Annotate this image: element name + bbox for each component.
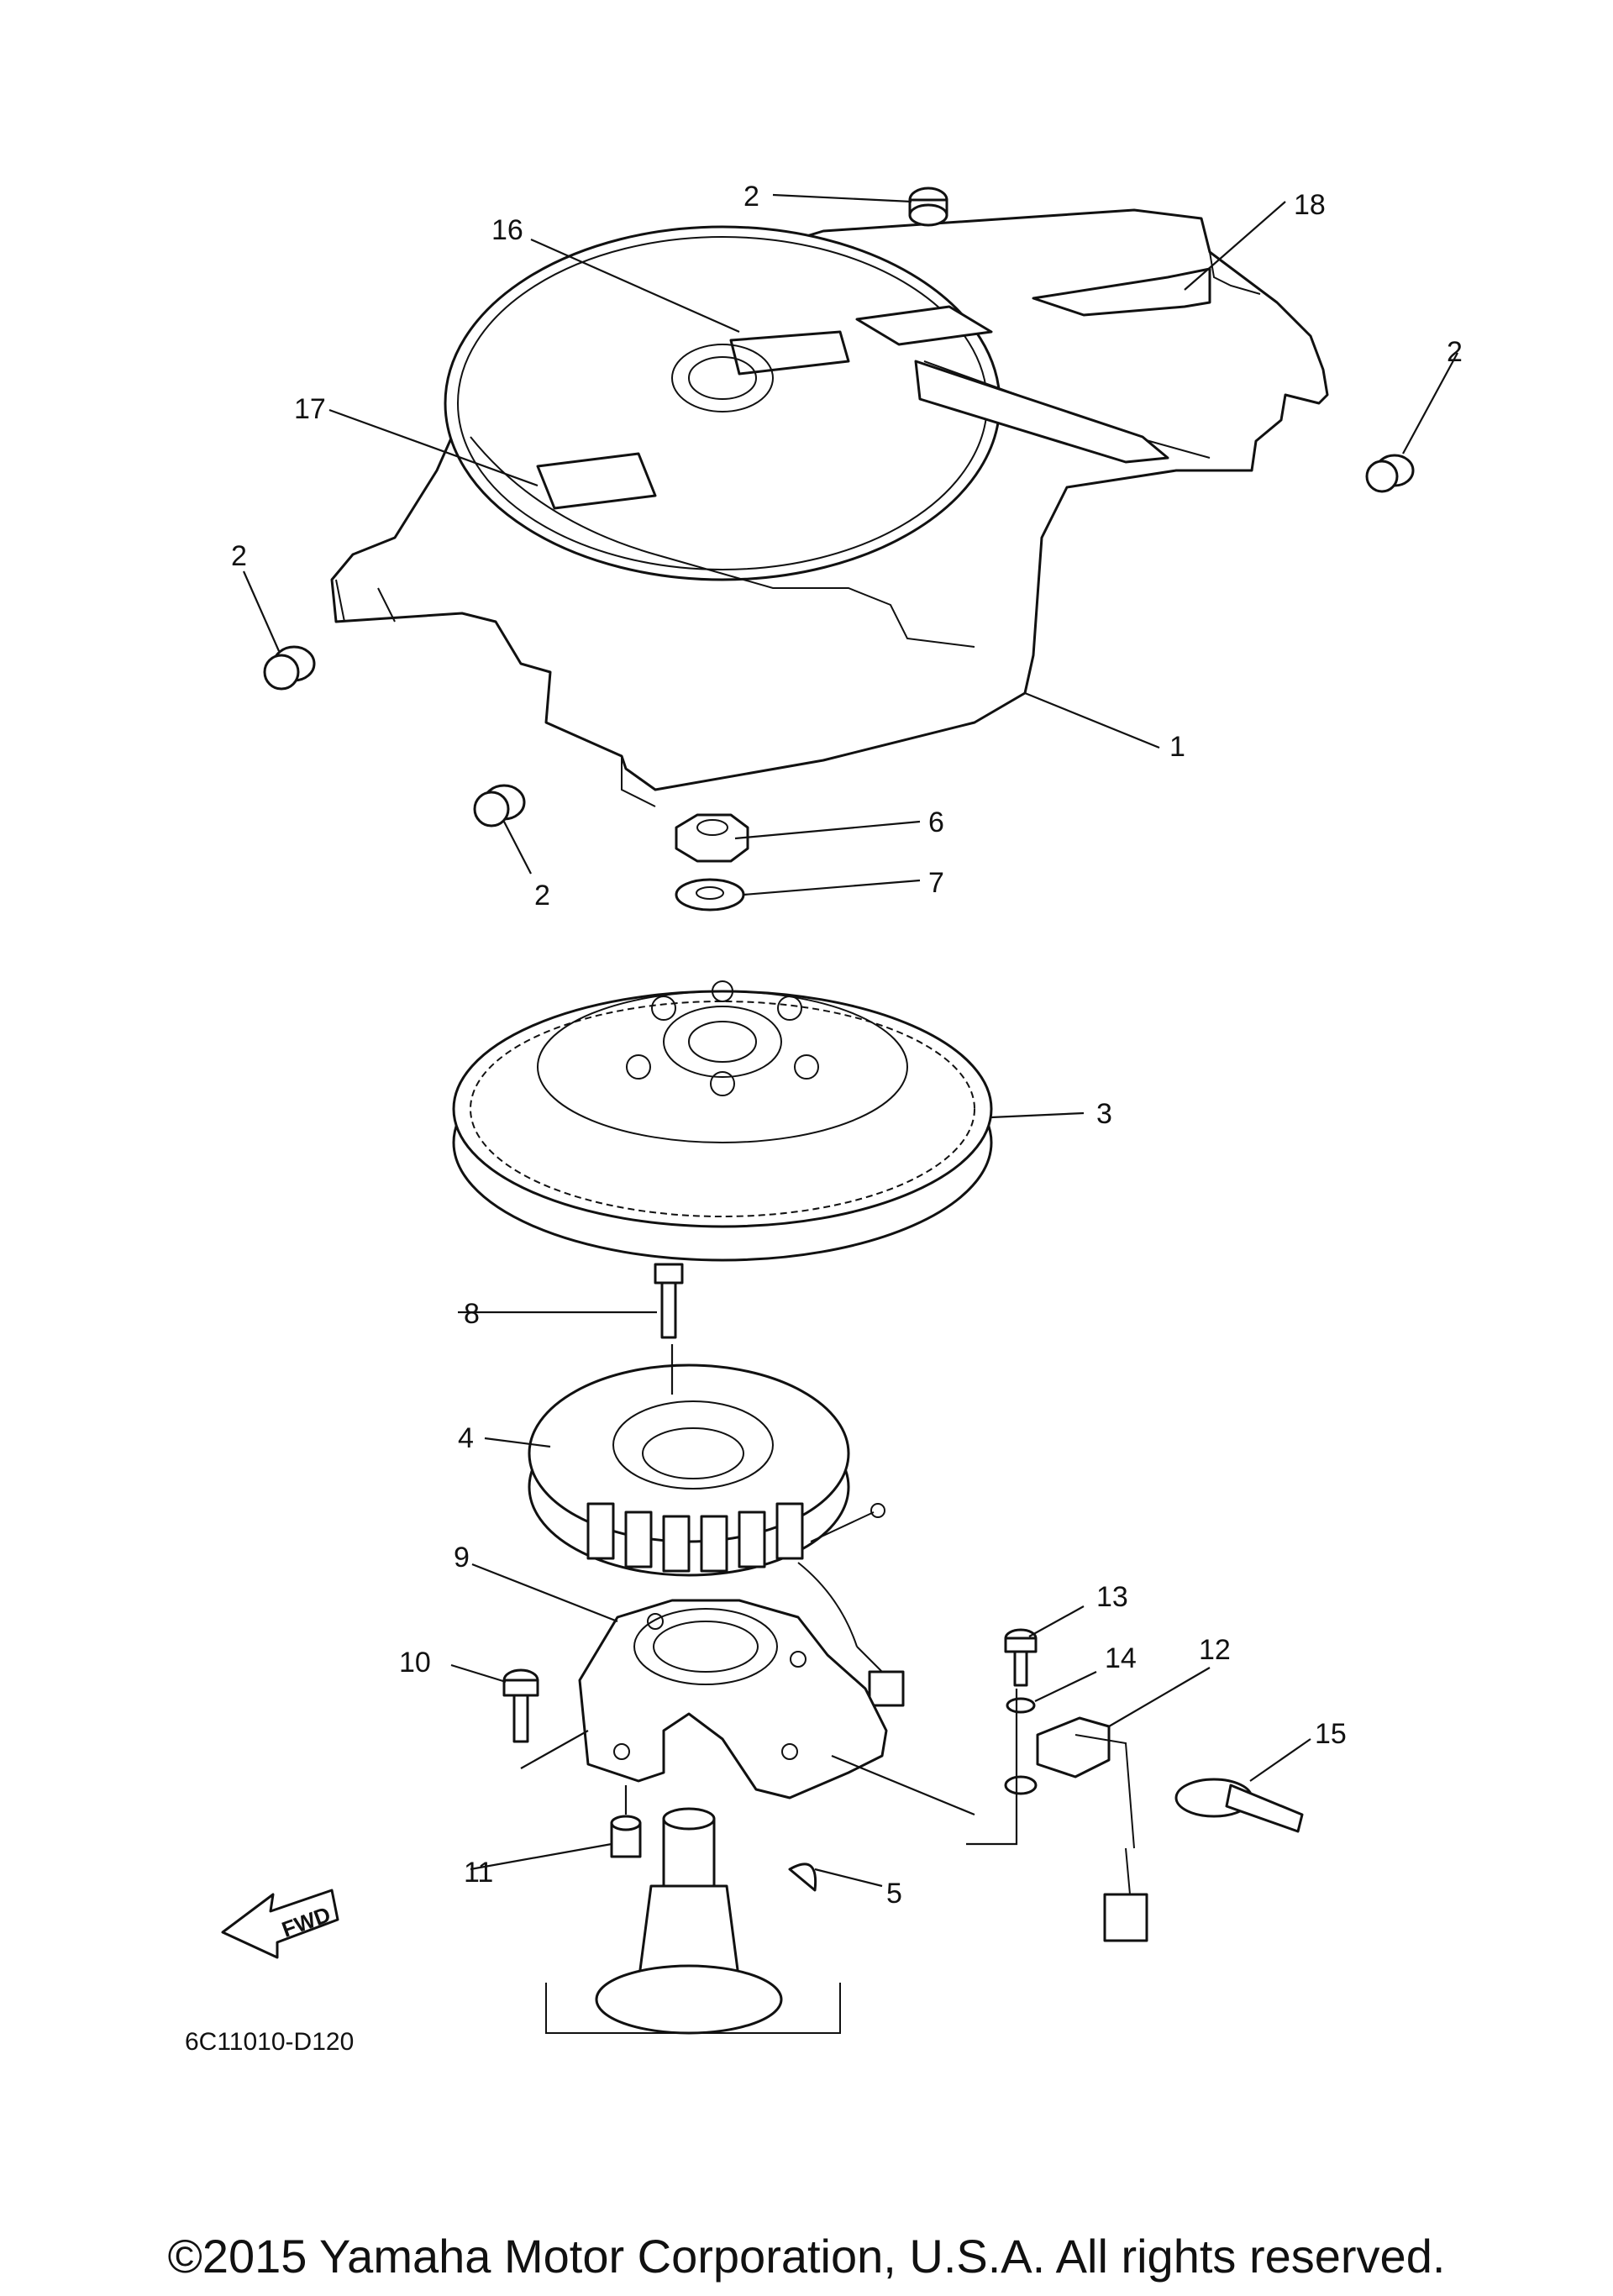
callout-2: 2 <box>1447 336 1463 368</box>
flywheel-cover-part <box>330 208 1329 807</box>
pulser-coil-part <box>1004 1716 1148 1942</box>
flywheel-part <box>452 980 993 1262</box>
callout-1: 1 <box>1169 731 1185 763</box>
callout-12: 12 <box>1199 1634 1231 1666</box>
callout-11: 11 <box>464 1857 493 1889</box>
callout-10: 10 <box>399 1647 431 1679</box>
callout-7: 7 <box>928 867 944 899</box>
bolt-part <box>654 1263 684 1339</box>
callout-3: 3 <box>1096 1098 1112 1130</box>
callout-4: 4 <box>458 1422 474 1454</box>
callout-14: 14 <box>1105 1642 1137 1674</box>
callout-9: 9 <box>454 1542 470 1574</box>
stator-part <box>528 1363 905 1707</box>
callout-labels: 1 2 2 2 2 3 4 5 6 7 8 9 10 11 12 13 14 1… <box>231 181 1463 1910</box>
crankshaft-part <box>545 1807 841 2035</box>
cable-tie-part <box>1174 1778 1304 1833</box>
callout-2: 2 <box>534 880 550 912</box>
washer-part <box>675 878 745 912</box>
callout-8: 8 <box>464 1298 480 1330</box>
leader-lines <box>242 193 1458 1888</box>
callout-2: 2 <box>231 540 247 572</box>
diagram-code: 6C11010-D120 <box>185 2028 354 2056</box>
callout-2: 2 <box>743 181 759 213</box>
screw-13-part <box>1004 1628 1038 1687</box>
copyright-notice: ©2015 Yamaha Motor Corporation, U.S.A. A… <box>168 2230 1446 2283</box>
callout-13: 13 <box>1096 1581 1128 1613</box>
callout-5: 5 <box>886 1878 902 1910</box>
assembly-guide-lines <box>520 1344 1018 1846</box>
nut-part <box>675 813 749 863</box>
callout-17: 17 <box>294 393 326 425</box>
washer-14-part <box>1006 1697 1036 1714</box>
grommet-part <box>263 187 1415 828</box>
callout-16: 16 <box>491 214 523 246</box>
callout-6: 6 <box>928 806 944 838</box>
forward-direction-arrow: FWD <box>221 1889 339 1959</box>
woodruff-key-part <box>788 1863 817 1892</box>
callout-15: 15 <box>1315 1718 1347 1750</box>
dowel-part <box>610 1815 642 1858</box>
screw-part <box>502 1668 539 1743</box>
stator-base-part <box>578 1599 888 1799</box>
callout-18: 18 <box>1294 189 1326 221</box>
